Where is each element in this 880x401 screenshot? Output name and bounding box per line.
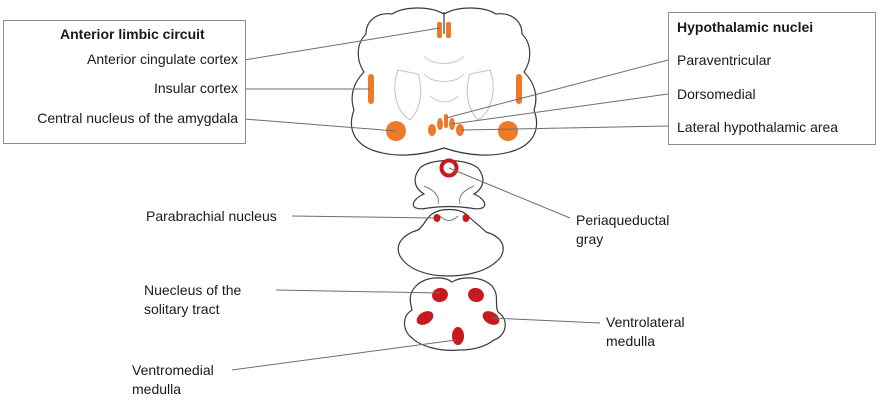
label-vmm-line2: medulla: [132, 381, 181, 398]
label-lateral-hypothalamic: Lateral hypothalamic area: [677, 119, 838, 136]
label-nts-line2: solitary tract: [144, 301, 219, 318]
label-anterior-cingulate: Anterior cingulate cortex: [87, 51, 238, 68]
pons-section: [398, 210, 503, 277]
midbrain-section: [413, 161, 485, 209]
label-dorsomedial: Dorsomedial: [677, 86, 756, 103]
label-nts-line1: Nuecleus of the: [144, 282, 241, 299]
label-vlm-line1: Ventrolateral: [606, 314, 685, 331]
hypothalamus-lateral-left: [428, 124, 436, 136]
label-parabrachial: Parabrachial nucleus: [146, 208, 277, 225]
label-insular-cortex: Insular cortex: [154, 80, 238, 97]
hypothalamic-title: Hypothalamic nuclei: [677, 19, 813, 35]
anterior-cingulate-left: [437, 22, 442, 38]
parabrachial-right: [463, 214, 470, 222]
leader-parabrachial: [292, 216, 434, 218]
ventromedial-medulla: [452, 327, 464, 345]
parabrachial-left: [434, 214, 441, 222]
leader-vmm: [232, 340, 456, 370]
leader-vlm: [492, 318, 600, 323]
amygdala-right: [498, 121, 518, 141]
label-amygdala: Central nucleus of the amygdala: [37, 110, 238, 127]
hypothalamus-paraventricular: [444, 114, 448, 128]
anterior-cingulate-right: [446, 22, 451, 38]
label-vlm-line2: medulla: [606, 333, 655, 350]
label-periaqueductal-line2: gray: [576, 231, 603, 248]
label-vmm-line1: Ventromedial: [132, 362, 214, 379]
hypothalamus-dorsomedial-left: [437, 118, 443, 130]
anterior-limbic-title: Anterior limbic circuit: [60, 26, 205, 42]
label-paraventricular: Paraventricular: [677, 52, 771, 69]
label-periaqueductal-line1: Periaqueductal: [576, 212, 669, 229]
